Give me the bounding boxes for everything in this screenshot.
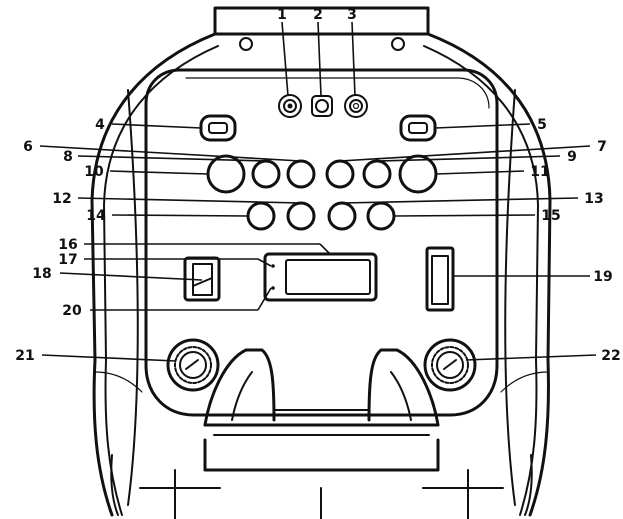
callout-1: 1 bbox=[277, 7, 287, 23]
callout-17: 17 bbox=[58, 252, 77, 268]
jack-2-icon bbox=[311, 95, 333, 117]
callout-14: 14 bbox=[86, 208, 106, 224]
button-14 bbox=[246, 201, 276, 231]
jack-1-icon bbox=[278, 94, 302, 118]
callout-12: 12 bbox=[52, 191, 71, 207]
callout-15: 15 bbox=[541, 208, 560, 224]
button-6 bbox=[286, 159, 316, 189]
callout-18: 18 bbox=[32, 266, 51, 282]
button-11 bbox=[398, 154, 438, 194]
leader-lines bbox=[39, 21, 597, 362]
button-13 bbox=[327, 201, 357, 231]
button-10 bbox=[206, 154, 246, 194]
callout-16: 16 bbox=[58, 237, 77, 253]
button-8 bbox=[251, 159, 281, 189]
callout-20: 20 bbox=[62, 303, 82, 319]
front-handle bbox=[203, 348, 440, 472]
button-15 bbox=[366, 201, 396, 231]
slot-19-icon bbox=[425, 246, 455, 312]
callout-13: 13 bbox=[584, 191, 603, 207]
left-slot-icon bbox=[199, 114, 237, 142]
callout-11: 11 bbox=[530, 164, 549, 180]
callout-5: 5 bbox=[537, 117, 547, 133]
right-slot-icon bbox=[399, 114, 437, 142]
button-row-top bbox=[206, 154, 438, 194]
button-row-bottom bbox=[246, 201, 396, 231]
callout-6: 6 bbox=[23, 139, 33, 155]
callout-7: 7 bbox=[597, 139, 607, 155]
control-panel bbox=[144, 68, 499, 417]
callout-3: 3 bbox=[347, 7, 357, 23]
display bbox=[263, 252, 378, 302]
callout-21: 21 bbox=[15, 348, 34, 364]
input-jacks bbox=[278, 94, 368, 118]
button-12 bbox=[286, 201, 316, 231]
speaker-body bbox=[90, 6, 552, 519]
callout-labels: 1 2 3 4 5 6 7 8 9 10 11 12 13 14 15 16 1… bbox=[15, 7, 620, 364]
callout-4: 4 bbox=[95, 117, 105, 133]
callout-8: 8 bbox=[63, 149, 73, 165]
knob-left-icon bbox=[166, 338, 220, 392]
callout-9: 9 bbox=[567, 149, 577, 165]
jack-3-icon bbox=[344, 94, 368, 118]
callout-19: 19 bbox=[593, 269, 612, 285]
button-9 bbox=[362, 159, 392, 189]
button-7 bbox=[325, 159, 355, 189]
callout-22: 22 bbox=[601, 348, 620, 364]
callout-2: 2 bbox=[313, 7, 323, 23]
callout-10: 10 bbox=[84, 164, 104, 180]
knob-right-icon bbox=[423, 338, 477, 392]
